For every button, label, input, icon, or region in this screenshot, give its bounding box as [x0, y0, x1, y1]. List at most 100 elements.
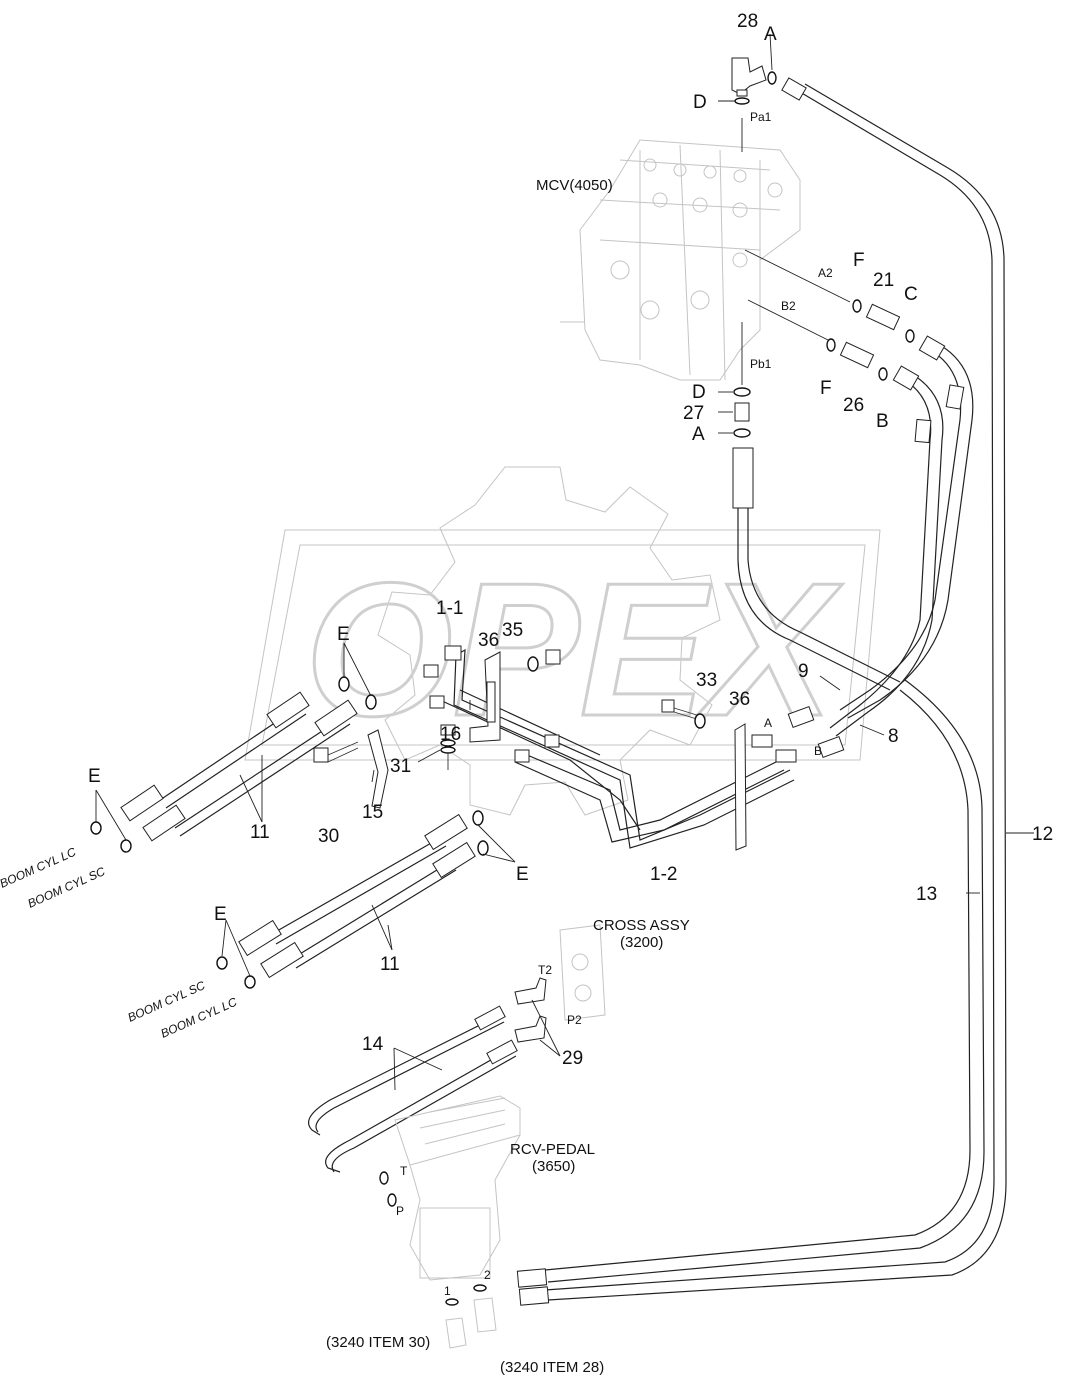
port-p2: P2 [567, 1013, 582, 1027]
label-cross-assy: CROSS ASSY [593, 917, 690, 934]
o-ring-e-cyl-1 [90, 821, 102, 835]
callout-11-top: 11 [250, 822, 270, 843]
label-rcv-ref: (3650) [532, 1158, 575, 1175]
hose-13[interactable] [516, 679, 985, 1288]
callout-27: 27 [683, 403, 704, 424]
port-p: P [396, 1204, 404, 1218]
fitting-a-tube[interactable] [751, 734, 773, 748]
conn-ref-item-30: (3240 ITEM 30) [326, 1334, 430, 1351]
clamp-15[interactable] [367, 729, 389, 809]
o-ring-e-4 [477, 840, 489, 856]
o-ring-a-top [767, 71, 777, 85]
adapter-21[interactable] [865, 303, 901, 331]
fitting-3240-item-30[interactable] [445, 1317, 467, 1349]
hoses-11-upper[interactable] [120, 691, 358, 842]
port-pb1: Pb1 [750, 357, 772, 371]
nut-35[interactable] [545, 649, 561, 665]
fitting-3240-item-28[interactable] [473, 1297, 497, 1333]
fitting-9[interactable] [787, 706, 815, 728]
callout-14: 14 [362, 1034, 384, 1055]
o-ring-t [379, 1171, 389, 1185]
mcv-port-lines [741, 118, 851, 385]
watermark-banner-inner [261, 544, 866, 746]
hoses-14[interactable] [308, 1005, 518, 1173]
tee-29-upper[interactable] [514, 977, 547, 1005]
tube-assy-1-1[interactable] [439, 645, 795, 849]
o-ring-f-top [852, 299, 862, 313]
callout-36-top: 36 [478, 630, 499, 651]
o-ring-e-cyl-2 [120, 839, 132, 853]
callout-11-low: 11 [380, 954, 400, 975]
hose-8-9[interactable] [829, 335, 974, 737]
port-t2: T2 [538, 963, 552, 977]
hose-12[interactable] [518, 77, 1007, 1306]
assembly-labels: MCV(4050) CROSS ASSY (3200) RCV-PEDAL (3… [510, 177, 690, 1175]
tube-fitting-low-2[interactable] [544, 734, 560, 748]
callout-26: 26 [843, 395, 864, 416]
watermark-banner [244, 529, 881, 761]
callout-12: 12 [1032, 824, 1053, 845]
callout-9: 9 [798, 661, 809, 682]
o-ring-port-1 [445, 1298, 459, 1306]
callout-d-top: D [693, 92, 707, 113]
fitting-8[interactable] [817, 736, 845, 758]
callout-f-top: F [853, 250, 865, 271]
port-b2: B2 [781, 299, 796, 313]
fitting-b-tube[interactable] [775, 749, 797, 763]
callout-8: 8 [888, 726, 899, 747]
callout-a-top: A [764, 24, 777, 45]
washer-36-mid [694, 713, 706, 729]
tube-fitting-left-2[interactable] [429, 695, 445, 709]
callout-e-mid: E [516, 864, 529, 885]
o-ring-d-mid [733, 387, 751, 397]
bracket-16[interactable] [469, 651, 501, 743]
port-2: 2 [484, 1268, 491, 1282]
port-pa1: Pa1 [750, 110, 772, 124]
callout-31: 31 [390, 756, 411, 777]
o-ring-e-1 [338, 676, 350, 692]
callout-15: 15 [362, 802, 383, 823]
adapter-26[interactable] [839, 341, 875, 369]
adapter-27[interactable] [734, 402, 750, 422]
tube-fitting-low-1[interactable] [514, 749, 530, 763]
o-ring-e-cyl-3 [216, 956, 228, 970]
o-ring-port-2 [473, 1284, 487, 1292]
callout-28: 28 [737, 11, 758, 32]
bracket-ab[interactable] [734, 723, 747, 851]
bolt-30[interactable] [313, 741, 359, 763]
rcv-pedal-block [394, 1095, 521, 1281]
tee-29-lower[interactable] [514, 1015, 547, 1043]
o-ring-d-top [734, 97, 750, 105]
watermark-gear [377, 466, 721, 816]
callout-13: 13 [916, 884, 937, 905]
label-mcv: MCV(4050) [536, 177, 613, 194]
fitting-elbow-28[interactable] [731, 57, 767, 97]
bolt-31[interactable] [440, 724, 456, 770]
o-ring-e-3 [472, 810, 484, 826]
port-labels: Pa1 A2 B2 Pb1 A B T2 P2 T P 1 2 [396, 110, 833, 1298]
o-ring-p [387, 1193, 397, 1207]
port-1: 1 [444, 1284, 451, 1298]
port-a: A [764, 716, 772, 730]
cross-assy-block [559, 924, 606, 1021]
callout-16: 16 [440, 724, 461, 745]
callout-leaders [95, 33, 1034, 1091]
mcv-valve-block [560, 139, 801, 381]
conn-ref-item-28: (3240 ITEM 28) [500, 1359, 604, 1376]
callout-f-mid: F [820, 378, 832, 399]
callout-e-left: E [88, 766, 101, 787]
tube-assy-1-2[interactable] [514, 751, 785, 843]
port-b: B [814, 744, 822, 758]
hose-pb1[interactable] [732, 447, 901, 691]
callout-35: 35 [502, 620, 523, 641]
o-ring-b [878, 367, 888, 381]
port-t: T [400, 1164, 408, 1178]
callout-e-low: E [214, 904, 227, 925]
callout-1-1: 1-1 [436, 598, 463, 619]
o-ring-c [905, 329, 915, 343]
callout-21: 21 [873, 270, 894, 291]
hoses-11-lower[interactable] [238, 813, 476, 979]
tube-fitting-left-1[interactable] [423, 664, 439, 678]
callout-30: 30 [318, 826, 339, 847]
o-ring-e-cyl-4 [244, 975, 256, 989]
